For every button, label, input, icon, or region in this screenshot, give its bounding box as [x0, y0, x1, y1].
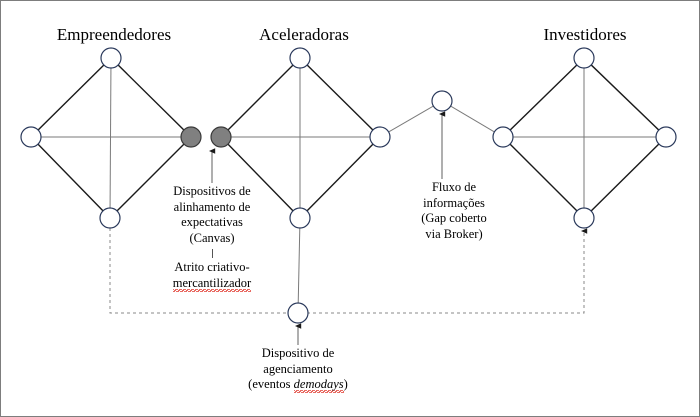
annotation-canvas-line-2: alinhamento de — [173, 199, 251, 214]
edge-e-top-e-left — [37, 64, 105, 131]
node-a-left — [210, 126, 232, 148]
atrito-dashed-path — [109, 228, 588, 314]
annotation-canvas-line-3: expectativas — [181, 215, 243, 229]
annotation-canvas: Dispositivos de alinhamento de expectati… — [142, 184, 282, 292]
demoday-paren-open: (eventos — [248, 377, 294, 391]
demoday-paren-close: ) — [343, 377, 348, 391]
node-e-bottom — [99, 207, 121, 229]
annotation-broker-line-3: (Gap coberto — [421, 211, 487, 225]
misspelled-word-mercantilizador: mercantilizador — [172, 275, 252, 292]
group-title-aceleradoras: Aceleradoras — [259, 25, 349, 44]
edge-a-right-broker — [388, 105, 434, 133]
group-title-investidores: Investidores — [543, 25, 627, 44]
edge-a-bottom-demoday — [297, 227, 301, 304]
edge-e-left-e-bottom — [37, 143, 104, 212]
edge-i-top-i-right — [590, 64, 660, 131]
annotation-atrito-line-2: mercantilizador — [142, 275, 282, 292]
node-i-left — [492, 126, 514, 148]
annotation-broker: Fluxo de informações (Gap coberto via Br… — [384, 180, 524, 242]
annotation-broker-line-4: via Broker) — [425, 226, 483, 241]
edge-i-right-i-bottom — [590, 143, 660, 212]
annotation-demoday-line-1: Dispositivo de — [261, 346, 335, 360]
node-i-bottom — [573, 207, 595, 229]
edge-e-top-e-bottom — [109, 67, 112, 209]
misspelled-word-demodays: demodays — [293, 377, 344, 393]
annotation-arrow-layer — [208, 111, 446, 345]
edge-a-right-a-bottom — [306, 143, 374, 212]
node-i-top — [573, 47, 595, 69]
edge-layer — [37, 64, 660, 304]
node-a-bottom — [289, 207, 311, 229]
annotation-demoday-line-3: (eventos demodays) — [228, 377, 368, 393]
edge-i-left-i-top — [509, 64, 578, 131]
annotation-demoday: Dispositivo de agenciamento (eventos dem… — [228, 346, 368, 393]
node-e-top — [100, 47, 122, 69]
node-e-right — [180, 126, 202, 148]
annotation-canvas-line-4: (Canvas) — [189, 230, 235, 245]
annotation-broker-line-1: Fluxo de — [431, 180, 477, 194]
annotation-broker-line-2: informações — [423, 195, 485, 210]
node-e-left — [20, 126, 42, 148]
node-layer — [20, 47, 677, 324]
node-demoday — [287, 302, 309, 324]
edge-e-right-e-bottom — [116, 143, 185, 212]
edge-i-left-i-bottom — [509, 143, 578, 212]
dashed-connector-layer — [109, 228, 588, 314]
node-i-right — [655, 126, 677, 148]
annotation-atrito-line-1: Atrito criativo- — [174, 260, 250, 274]
edge-a-left-a-bottom — [227, 143, 294, 212]
edge-a-left-a-top — [227, 64, 294, 131]
annotation-canvas-line-1: Dispositivos de — [173, 184, 251, 198]
annotation-separator-dash — [211, 249, 213, 258]
edge-broker-i-left — [450, 105, 495, 133]
group-title-empreendedores: Empreendedores — [56, 25, 172, 44]
annotation-demoday-line-2: agenciamento — [263, 361, 333, 376]
edge-e-top-e-right — [117, 64, 185, 131]
node-a-right — [369, 126, 391, 148]
node-a-top — [289, 47, 311, 69]
node-broker — [431, 90, 453, 112]
edge-a-top-a-right — [306, 64, 374, 131]
